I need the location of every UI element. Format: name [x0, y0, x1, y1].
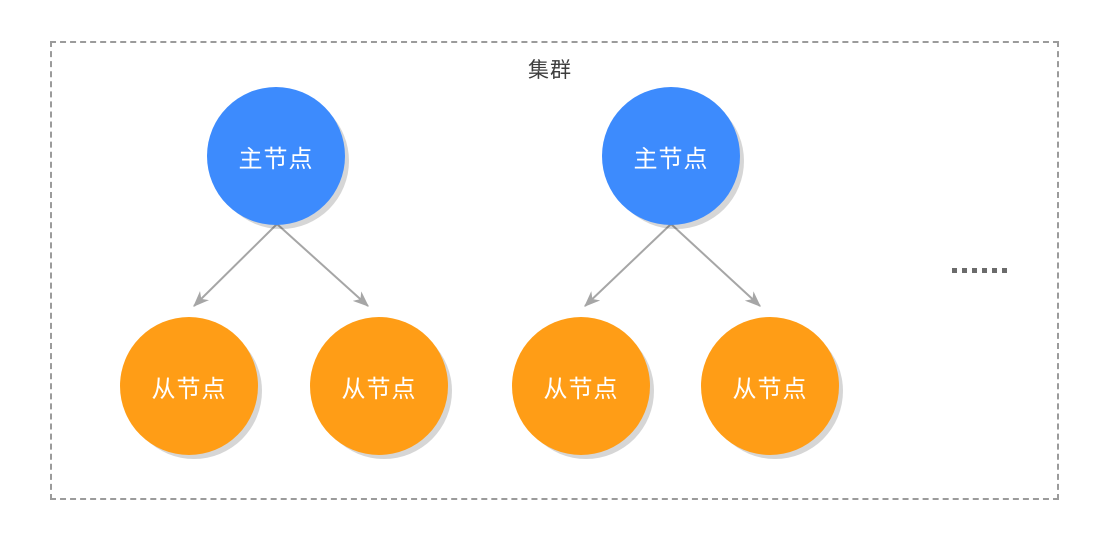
node-label: 主节点 [238, 145, 314, 173]
cluster-boundary [50, 41, 1059, 500]
node-slave-4[interactable]: 从节点 [701, 317, 839, 455]
ellipsis-dot [952, 267, 957, 273]
node-master-1[interactable]: 主节点 [207, 87, 345, 225]
ellipsis-dot [992, 267, 997, 273]
node-slave-3[interactable]: 从节点 [512, 317, 650, 455]
ellipsis-dot [1002, 267, 1007, 273]
ellipsis-dot [962, 267, 967, 273]
node-label: 主节点 [633, 145, 709, 173]
ellipsis-dot [972, 267, 977, 273]
node-master-2[interactable]: 主节点 [602, 87, 740, 225]
node-slave-1[interactable]: 从节点 [120, 317, 258, 455]
node-label: 从节点 [543, 375, 619, 403]
node-label: 从节点 [732, 375, 808, 403]
node-slave-2[interactable]: 从节点 [310, 317, 448, 455]
more-nodes-ellipsis [952, 262, 1007, 278]
node-label: 从节点 [151, 375, 227, 403]
ellipsis-dot [982, 267, 987, 273]
node-label: 从节点 [341, 375, 417, 403]
cluster-title: 集群 [528, 59, 572, 82]
